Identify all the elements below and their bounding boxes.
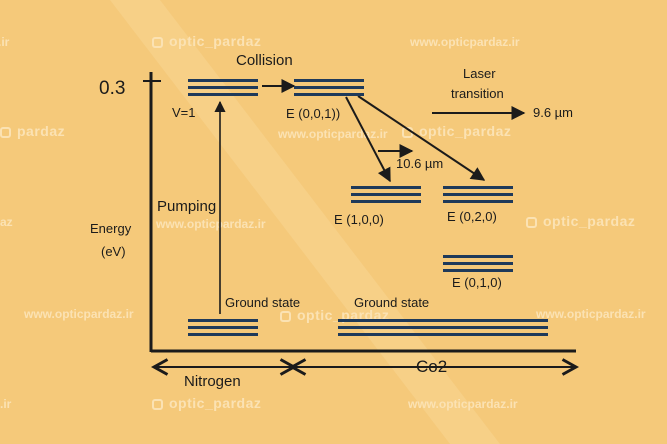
y-axis-label-line1: Energy xyxy=(90,221,132,236)
nitrogen-label: Nitrogen xyxy=(184,373,241,390)
watermark-handle: optic_pardaz xyxy=(280,308,389,322)
laser-transition-label-line1: Laser xyxy=(463,66,496,81)
watermark-site: www.opticpardaz.ir xyxy=(156,217,266,231)
collision-label: Collision xyxy=(236,52,293,69)
pumping-label: Pumping xyxy=(157,198,217,215)
wavelength-106-label: 10.6 µm xyxy=(396,156,444,171)
watermark-handle: optic_pardaz xyxy=(526,214,635,228)
watermark-site: az xyxy=(0,215,13,229)
watermark-site: .ir xyxy=(0,397,12,411)
e001-label: E (0,0,1)) xyxy=(286,106,341,121)
watermark-site: www.opticpardaz.ir xyxy=(278,127,388,141)
watermark-handle: optic_pardaz xyxy=(152,396,261,410)
watermark-site: www.opticpardaz.ir xyxy=(410,35,520,49)
watermark-site: .ir xyxy=(0,35,10,49)
e010-label: E (0,1,0) xyxy=(452,275,502,290)
y-axis-label-line2: (eV) xyxy=(101,244,126,259)
watermark-site: www.opticpardaz.ir xyxy=(24,307,134,321)
e100-label: E (1,0,0) xyxy=(334,212,384,227)
watermark-site: www.opticpardaz.ir xyxy=(408,397,518,411)
e020-label: E (0,2,0) xyxy=(447,209,497,224)
watermark-handle: optic_pardaz xyxy=(152,34,261,48)
laser-transition-label-line2: transition xyxy=(451,86,504,101)
transition-arrow-to-e100 xyxy=(345,96,391,183)
co2-label: Co2 xyxy=(416,357,448,376)
transition-arrow-to-e020 xyxy=(357,95,486,181)
ground-state-label-nitrogen: Ground state xyxy=(225,295,301,310)
watermark-site: www.opticpardaz.ir xyxy=(536,307,646,321)
energy-tick-label: 0.3 xyxy=(99,78,126,99)
watermark-handle: pardaz xyxy=(0,124,65,138)
ground-state-label-co2: Ground state xyxy=(354,295,430,310)
wavelength-96-label: 9.6 µm xyxy=(533,105,574,120)
v1-label: V=1 xyxy=(172,105,196,120)
